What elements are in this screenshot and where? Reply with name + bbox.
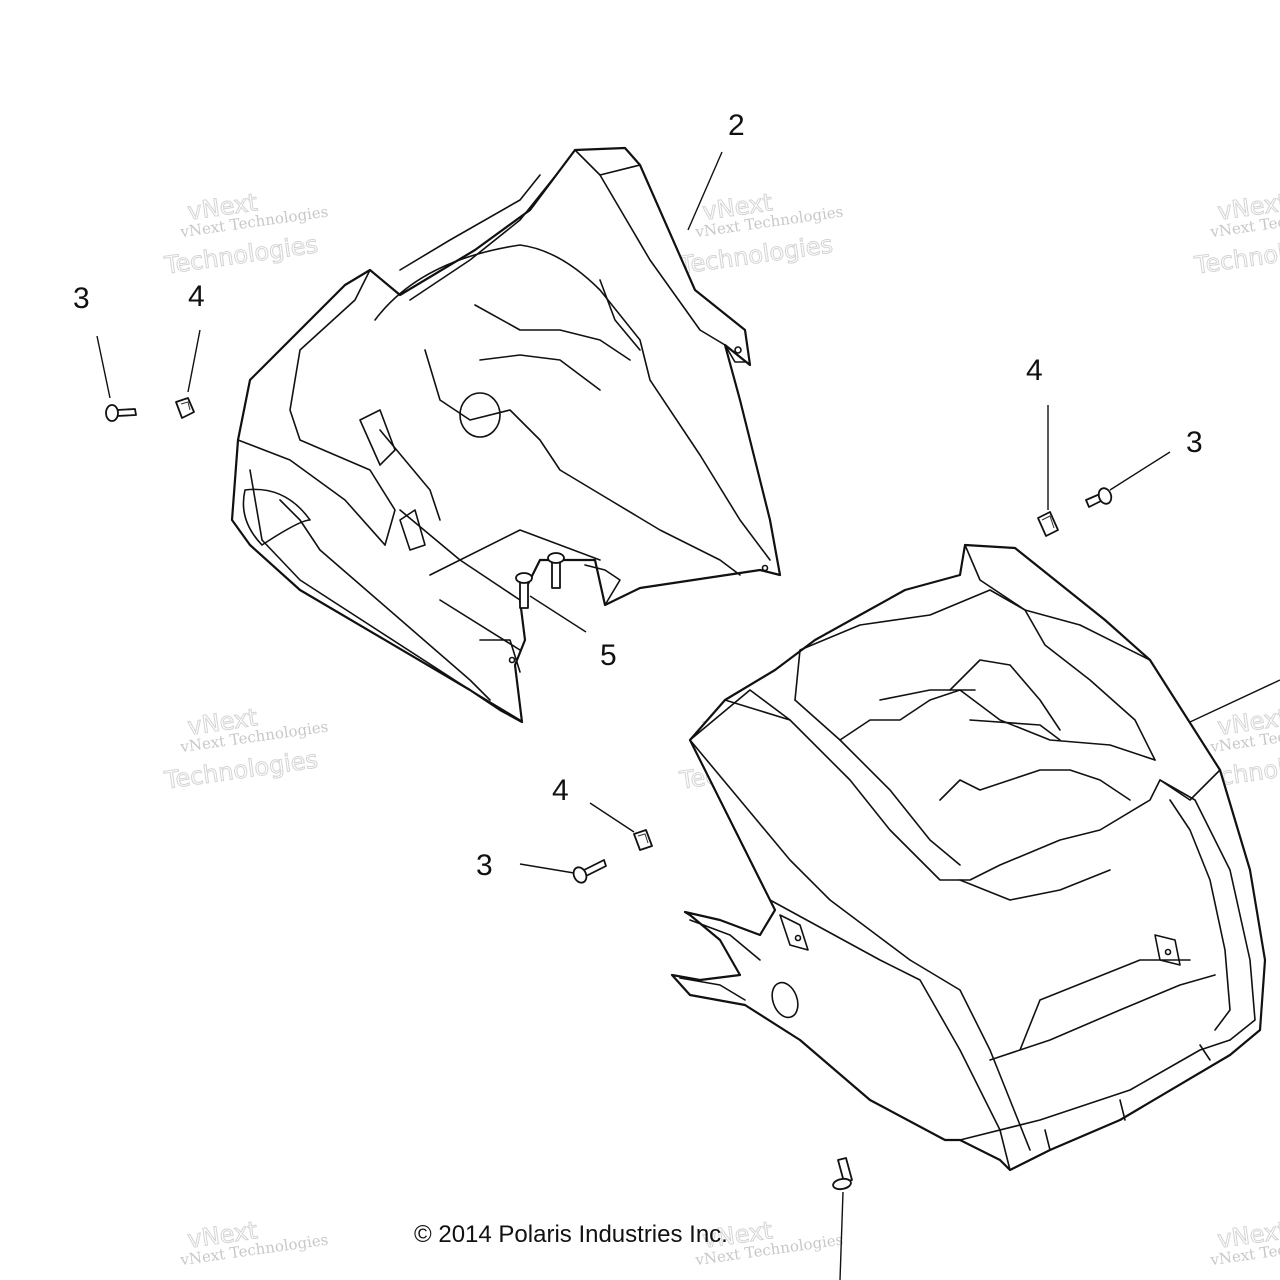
leader-lines (96, 151, 1280, 1280)
watermark-mid-left: vNext vNext Technologies Technologies (162, 703, 330, 795)
watermark-bottom-left: vNext vNext Technologies (178, 1216, 329, 1269)
clip-right (1037, 511, 1059, 537)
watermark-bottom-right: vNext vNext Technologies (1208, 1216, 1280, 1269)
screw-center-b (547, 552, 565, 589)
clip-left (175, 397, 195, 419)
screw-center-a (515, 572, 533, 609)
callout-3-right: 3 (1186, 426, 1203, 459)
callout-3-lower: 3 (476, 849, 493, 882)
callout-4-lower: 4 (552, 774, 569, 807)
watermark-top-center: vNext vNext Technologies Technologies (677, 188, 845, 280)
watermark-top-right: vNext vNext Technologies Technologies (1192, 188, 1280, 280)
copyright-notice: © 2014 Polaris Industries Inc. (414, 1221, 728, 1248)
svg-text:Technologies: Technologies (1192, 230, 1280, 279)
callout-2: 2 (728, 109, 745, 142)
watermark-top-left: vNext vNext Technologies Technologies (162, 188, 330, 280)
upper-console-panel (230, 146, 782, 724)
callout-4-left: 4 (188, 280, 205, 313)
screw-left (105, 404, 137, 422)
screw-lower (572, 859, 607, 884)
callout-4-right: 4 (1026, 354, 1043, 387)
screw-right (1085, 487, 1113, 508)
screw-bottom (832, 1157, 853, 1191)
lower-front-panel (670, 543, 1267, 1172)
callout-3-left: 3 (73, 282, 90, 315)
clip-lower (633, 829, 653, 851)
callout-5: 5 (600, 639, 617, 672)
